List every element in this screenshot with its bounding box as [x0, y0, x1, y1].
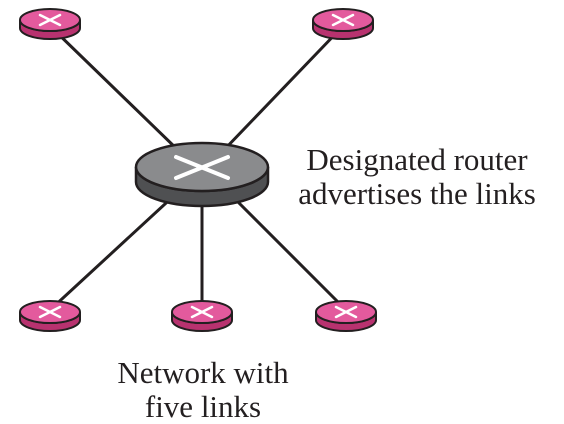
link-top-left [48, 24, 182, 154]
network-caption-line-2: five links [144, 389, 262, 424]
router-top-right [312, 8, 374, 40]
designated-router [134, 141, 270, 208]
network-caption-line-1: Network with [117, 355, 289, 390]
links [48, 24, 348, 312]
link-bottom-right [226, 190, 348, 312]
network-caption: Network with five links [88, 355, 318, 424]
router-cross-icon [331, 13, 355, 27]
router-bottom-left [19, 300, 81, 332]
router-cross-icon [174, 155, 230, 180]
router-cross-icon [38, 13, 62, 27]
router-cross-icon [190, 305, 214, 319]
router-top-left [19, 8, 81, 40]
router-cross-icon [38, 305, 62, 319]
router-cross-icon [334, 305, 358, 319]
designated-router-caption-line-1: Designated router [306, 142, 528, 177]
link-top-right [220, 24, 345, 154]
link-bottom-left [48, 190, 180, 312]
designated-router-caption: Designated router advertises the links [282, 142, 552, 212]
router-bottom-center [171, 300, 233, 332]
designated-router-caption-line-2: advertises the links [298, 176, 536, 212]
router-bottom-right [315, 300, 377, 332]
